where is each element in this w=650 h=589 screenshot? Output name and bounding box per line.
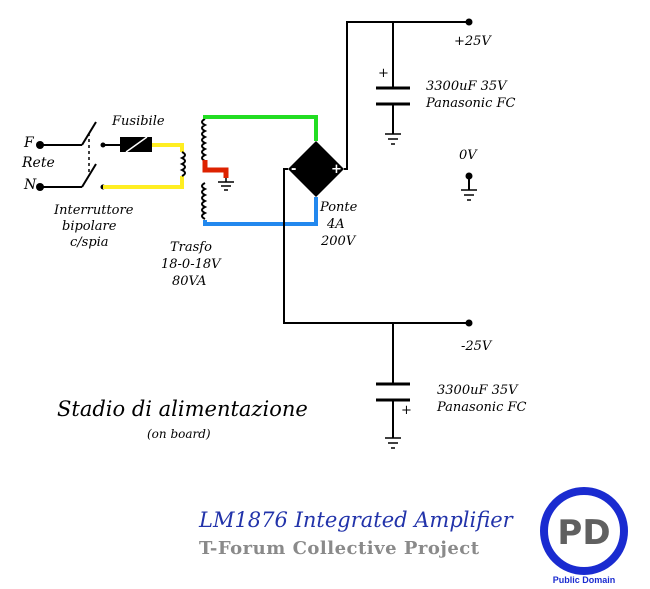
bridge-label-line1: Ponte <box>319 200 358 215</box>
mains-n-label: N <box>23 177 37 193</box>
zero-volt-label: 0V <box>459 148 478 163</box>
bridge-plus-label: + <box>331 162 342 177</box>
trafo-label-line1: Trasfo <box>170 240 212 255</box>
trafo-label-line2: 18-0-18V <box>161 257 222 272</box>
capacitor-top: + 3300uF 35V Panasonic FC <box>376 22 515 145</box>
primary-wire-top <box>152 143 184 152</box>
mains-input: F Rete N <box>21 135 82 193</box>
project-collective: T-Forum Collective Project <box>199 538 480 559</box>
cap-bottom-label-line1: 3300uF 35V <box>437 383 519 398</box>
cap-bottom-label-line2: Panasonic FC <box>436 400 526 415</box>
public-domain-badge: PD Public Domain <box>540 487 628 585</box>
zero-volt-ground: 0V <box>459 148 478 201</box>
mains-rete-label: Rete <box>21 155 55 171</box>
primary-wire-bottom <box>103 176 184 189</box>
bridge-minus-label: - <box>291 162 296 177</box>
mains-f-label: F <box>23 135 35 151</box>
positive-rail: +25V <box>344 18 492 170</box>
cap-top-plus: + <box>378 66 389 81</box>
pd-ring <box>540 487 628 575</box>
neg-rail-label: -25V <box>461 339 493 354</box>
secondary-wire-blue <box>203 197 318 226</box>
pd-logo-text: PD <box>557 513 610 553</box>
cap-bottom-plus: + <box>401 403 412 418</box>
fuse-label: Fusibile <box>111 114 165 129</box>
project-name: LM1876 Integrated Amplifier <box>198 508 515 532</box>
switch-label-line1: Interruttore <box>53 203 134 218</box>
page-title: Stadio di alimentazione <box>57 397 308 421</box>
cap-top-label-line2: Panasonic FC <box>425 96 515 111</box>
bridge-label-line3: 200V <box>320 234 357 249</box>
switch-label-line2: bipolare <box>62 219 117 234</box>
negative-rail: -25V <box>283 168 493 354</box>
pos-rail-terminal <box>465 18 473 26</box>
fuse: Fusibile <box>111 114 165 153</box>
trafo-label-line3: 80VA <box>172 274 206 289</box>
pos-rail-label: +25V <box>454 34 492 49</box>
transformer: Trasfo 18-0-18V 80VA <box>161 118 222 289</box>
page-subtitle: (on board) <box>147 427 211 441</box>
switch-label-line3: c/spia <box>70 235 109 250</box>
capacitor-bottom: + 3300uF 35V Panasonic FC <box>376 323 526 449</box>
bridge-rectifier: - + Ponte 4A 200V <box>288 141 358 249</box>
center-tap-ground <box>202 160 234 191</box>
secondary-wire-green <box>203 115 318 141</box>
bipolar-switch: Interruttore bipolare c/spia <box>53 121 134 250</box>
bridge-label-line2: 4A <box>326 217 345 232</box>
neg-rail-terminal <box>465 319 473 327</box>
pd-caption: Public Domain <box>553 575 616 585</box>
cap-top-label-line1: 3300uF 35V <box>426 79 508 94</box>
